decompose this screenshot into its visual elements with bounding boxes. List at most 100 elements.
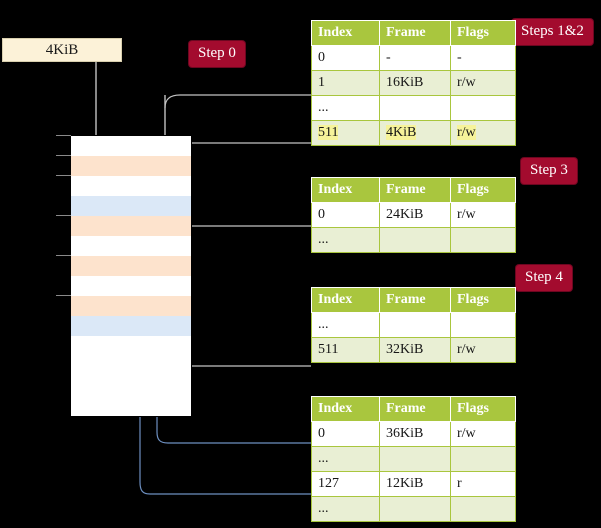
cell-frame <box>379 496 451 522</box>
cell-flags: r/w <box>450 421 516 447</box>
cell-frame: 16KiB <box>379 70 451 96</box>
cell-frame <box>379 227 451 253</box>
cell-index: ... <box>311 446 380 472</box>
cell-frame: 12KiB <box>379 471 451 497</box>
cell-flags <box>450 446 516 472</box>
column-header-frame: Frame <box>379 20 451 46</box>
memory-frame-row <box>71 196 191 217</box>
memory-frame-row <box>71 236 191 257</box>
column-header-index: Index <box>311 396 380 422</box>
cell-index: ... <box>311 227 380 253</box>
cell-index: 511 <box>311 337 380 363</box>
badge-step-3-label: Step 3 <box>530 162 568 178</box>
memory-frame-row <box>71 136 191 157</box>
cell-index: 1 <box>311 70 380 96</box>
table-header-row: Index Frame Flags <box>311 287 516 313</box>
cell-flags: - <box>450 45 516 71</box>
cell-flags: r/w <box>450 337 516 363</box>
table-header-row: Index Frame Flags <box>311 20 516 46</box>
cell-frame: 4KiB <box>379 120 451 146</box>
cell-flags <box>450 312 516 338</box>
badge-step-0-label: Step 0 <box>198 45 236 61</box>
cell-index: 127 <box>311 471 380 497</box>
table-row: ... <box>311 496 516 522</box>
cell-index: ... <box>311 95 380 121</box>
table-row: ... <box>311 227 516 253</box>
cell-frame: 24KiB <box>379 202 451 228</box>
column-header-flags: Flags <box>450 177 516 203</box>
cell-index: ... <box>311 496 380 522</box>
memory-frame-row <box>71 336 191 357</box>
column-header-flags: Flags <box>450 396 516 422</box>
request-label: 4KiB <box>45 42 79 58</box>
table-row: ... <box>311 312 516 338</box>
memory-frame-row <box>71 396 191 416</box>
table-row: ... <box>311 95 516 121</box>
memory-frame-row <box>71 216 191 237</box>
wire-step4 <box>170 296 311 367</box>
badge-step-4: Step 4 <box>516 265 572 291</box>
column-header-frame: Frame <box>379 177 451 203</box>
column-header-index: Index <box>311 177 380 203</box>
cell-flags <box>450 227 516 253</box>
badge-step-0: Step 0 <box>189 41 245 67</box>
physical-memory-block <box>70 135 192 417</box>
cell-flags <box>450 496 516 522</box>
badge-step-3: Step 3 <box>521 158 577 184</box>
cell-flags: r/w <box>450 70 516 96</box>
memory-boundary-tick <box>56 155 71 156</box>
cell-index: 0 <box>311 45 380 71</box>
table-header-row: Index Frame Flags <box>311 177 516 203</box>
cell-index: 0 <box>311 202 380 228</box>
column-header-index: Index <box>311 20 380 46</box>
memory-frame-row <box>71 156 191 177</box>
memory-boundary-tick <box>56 175 71 176</box>
badge-steps-1-2-label: Steps 1&2 <box>521 23 584 39</box>
table-header-row: Index Frame Flags <box>311 396 516 422</box>
memory-frame-row <box>71 276 191 297</box>
memory-frame-row <box>71 256 191 277</box>
cell-flags <box>450 95 516 121</box>
cell-frame <box>379 312 451 338</box>
memory-boundary-tick <box>56 215 71 216</box>
cell-frame: 36KiB <box>379 421 451 447</box>
cell-flags: r/w <box>450 202 516 228</box>
memory-frame-row <box>71 356 191 377</box>
cell-frame: 32KiB <box>379 337 451 363</box>
wire-step3 <box>176 225 311 254</box>
cell-frame <box>379 446 451 472</box>
memory-frame-row <box>71 176 191 197</box>
column-header-frame: Frame <box>379 287 451 313</box>
column-header-frame: Frame <box>379 396 451 422</box>
column-header-flags: Flags <box>450 20 516 46</box>
memory-boundary-tick <box>56 295 71 296</box>
cell-frame <box>379 95 451 121</box>
column-header-index: Index <box>311 287 380 313</box>
cell-frame: - <box>379 45 451 71</box>
table-row: ... <box>311 446 516 472</box>
memory-boundary-tick <box>56 255 71 256</box>
cell-index: ... <box>311 312 380 338</box>
request-box: 4KiB <box>2 38 122 62</box>
memory-boundary-tick <box>56 135 71 136</box>
memory-frame-row <box>71 296 191 317</box>
badge-step-4-label: Step 4 <box>525 269 563 285</box>
cell-flags: r <box>450 471 516 497</box>
badge-steps-1-2: Steps 1&2 <box>512 19 593 45</box>
cell-index: 0 <box>311 421 380 447</box>
column-header-flags: Flags <box>450 287 516 313</box>
